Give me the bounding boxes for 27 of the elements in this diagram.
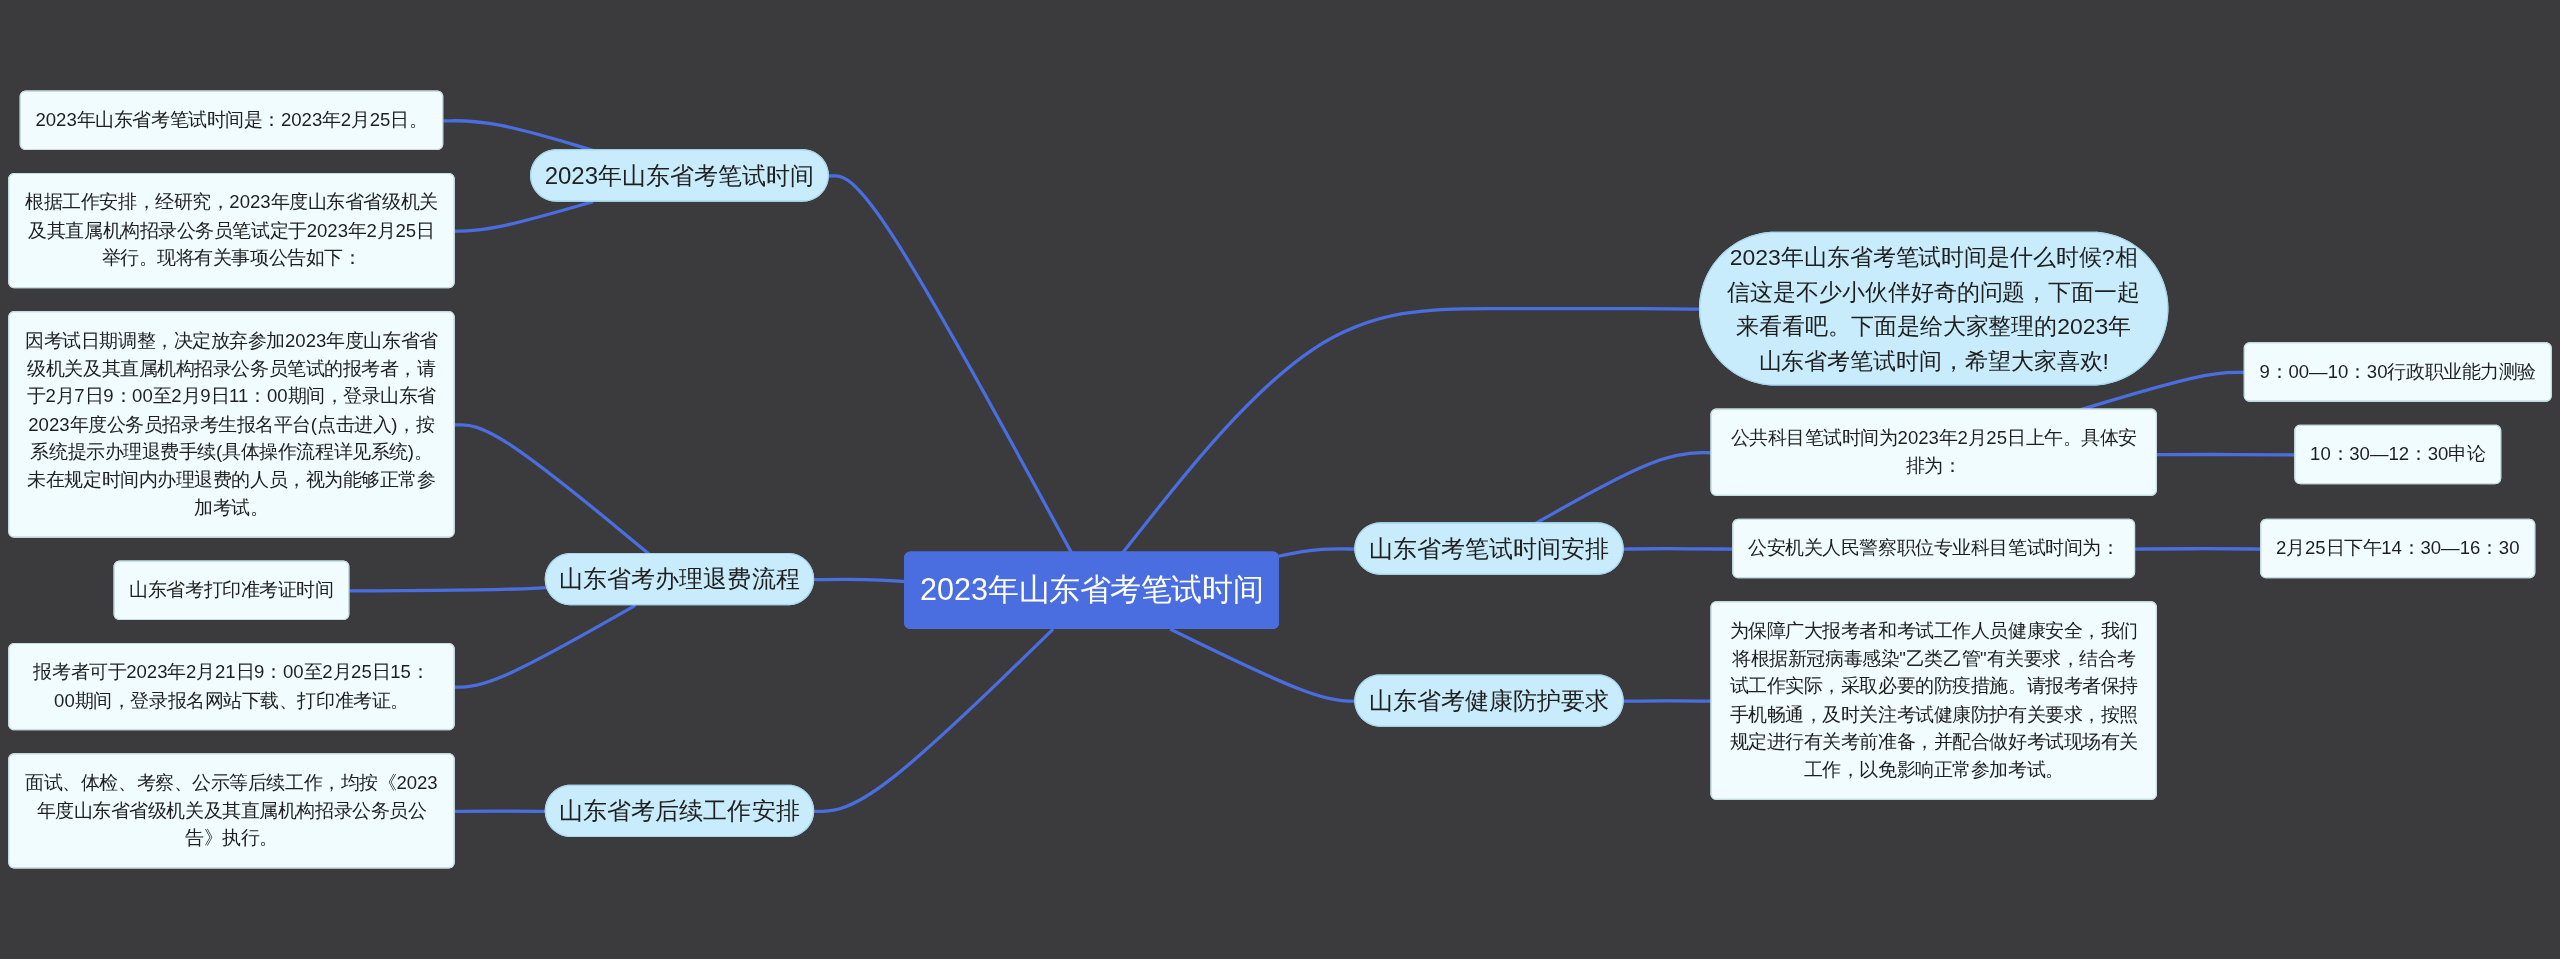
note-box: 面试、体检、考察、公示等后续工作，均按《2023年度山东省省级机关及其直属机构招录公务员公告》执行。 <box>8 753 455 869</box>
intro-bubble: 2023年山东省考笔试时间是什么时候?相信这是不少小伙伴好奇的问题，下面一起来看看吧。下面是给大家整理的2023年山东省考笔试时间，希望大家喜欢! <box>1699 231 2169 386</box>
note-box: 报考者可于2023年2月21日9：00至2月25日15：00期间，登录报名网站下载、打印准考证。 <box>8 643 455 731</box>
connector-line <box>828 174 1073 554</box>
branch-topic-pill: 2023年山东省考笔试时间 <box>530 149 829 202</box>
connector-line <box>454 603 637 689</box>
note-box: 为保障广大报考者和考试工作人员健康安全，我们将根据新冠病毒感染"乙类乙管"有关要求，结合考试工作实际，采取必要的防疫措施。请报考者保持手机畅通，及时关注考试健康防护有关要求，按照规定进行有关考前准备，并配合做好考试现场有关工作，以免影响正常参加考试。 <box>1710 601 2157 800</box>
note-box: 公共科目笔试时间为2023年2月25日上午。具体安排为： <box>1710 408 2157 496</box>
connector-line <box>454 200 594 233</box>
note-box: 2023年山东省考笔试时间是：2023年2月25日。 <box>19 90 444 151</box>
connector-line <box>349 586 548 593</box>
note-box: 9：00—10：30行政职业能力测验 <box>2243 342 2552 402</box>
branch-topic-pill: 山东省考笔试时间安排 <box>1354 522 1624 575</box>
note-box: 根据工作安排，经研究，2023年度山东省省级机关及其直属机构招录公务员笔试定于2023年2月25日举行。现将有关事项公告如下： <box>8 173 455 289</box>
branch-topic-pill: 山东省考健康防护要求 <box>1354 674 1624 727</box>
branch-topic-pill: 山东省考办理退费流程 <box>544 552 815 606</box>
connector-line <box>1278 547 1356 558</box>
note-box: 公安机关人民警察职位专业科目笔试时间为： <box>1732 518 2136 579</box>
main-topic-box: 2023年山东省考笔试时间 <box>904 551 1279 630</box>
note-box: 10：30—12：30申论 <box>2294 424 2502 485</box>
branch-topic-pill: 山东省考后续工作安排 <box>544 784 815 838</box>
connector-line <box>454 809 546 814</box>
connector-line <box>1169 627 1356 703</box>
connector-line <box>814 627 1055 814</box>
note-box: 山东省考打印准考证时间 <box>113 560 350 621</box>
note-box: 2月25日下午14：30—16：30 <box>2260 518 2536 579</box>
note-box: 因考试日期调整，决定放弃参加2023年度山东省省级机关及其直属机构招录公务员笔试的报考者，请于2月7日9：00至2月9日11：00期间，登录山东省2023年度公务员招录考生报名平台(点击进入)，按系统提示办理退费手续(具体操作流程详见系统)。未在规定时间内办理退费的人员，视为能够正常参加考试。 <box>8 311 455 538</box>
